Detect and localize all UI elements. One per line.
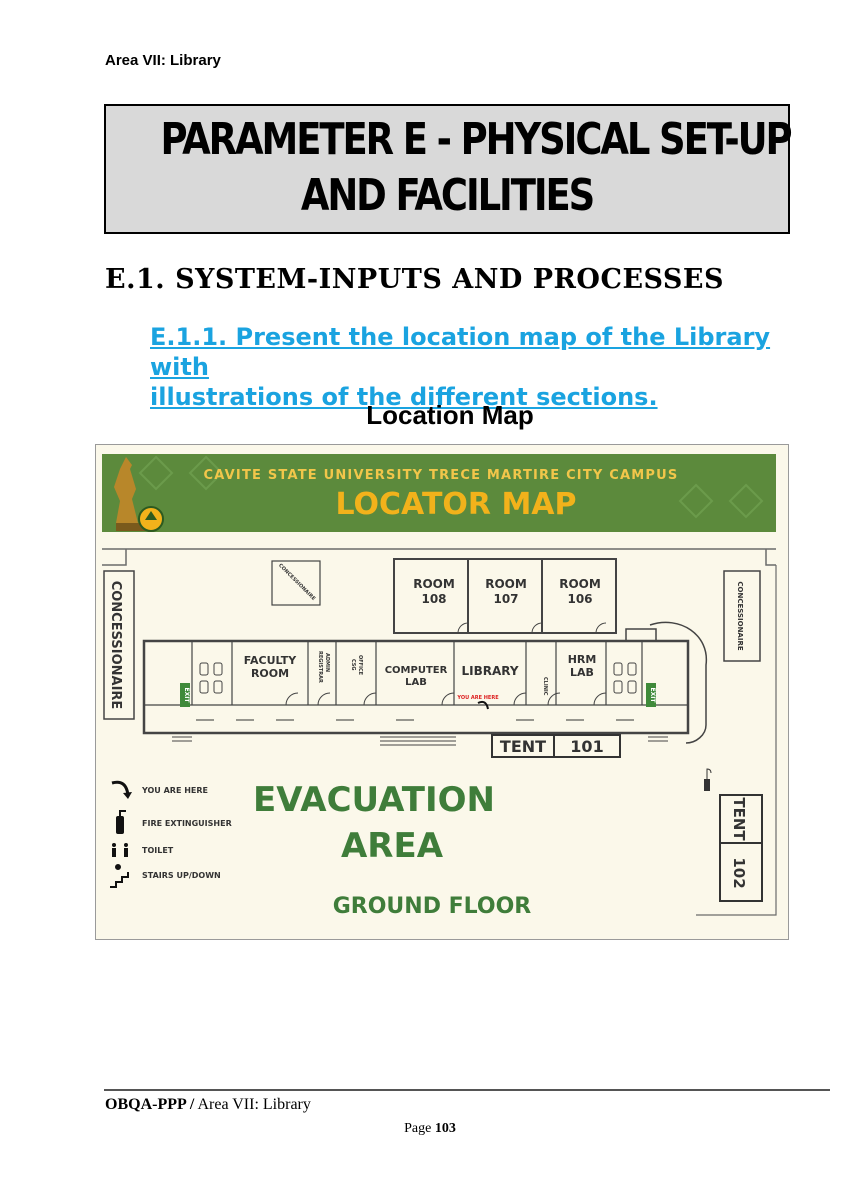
svg-text:HRM: HRM xyxy=(568,653,597,666)
rooms-building xyxy=(393,558,617,634)
locator-map: CAVITE STATE UNIVERSITY TRECE MARTIRE CI… xyxy=(96,445,788,939)
university-seal-icon xyxy=(138,506,164,532)
svg-text:COMPUTER: COMPUTER xyxy=(385,665,448,676)
stairs-icon xyxy=(110,864,129,888)
footer-page: Page 103 xyxy=(0,1121,860,1137)
subsection-line-2: illustrations of the different sections. xyxy=(150,383,658,411)
svg-text:EXIT: EXIT xyxy=(183,687,190,703)
svg-text:ADMIN: ADMIN xyxy=(324,653,330,672)
computer-lab: COMPUTER LAB xyxy=(385,665,448,688)
stairs-icon xyxy=(380,732,456,746)
locator-map-figure: CAVITE STATE UNIVERSITY TRECE MARTIRE CI… xyxy=(95,444,789,940)
parameter-title-line-2: AND FACILITIES xyxy=(300,170,595,221)
concessionaire-right xyxy=(723,570,761,662)
footer-org: OBQA-PPP / xyxy=(105,1096,195,1113)
toilet-icon xyxy=(112,843,128,857)
stairs-icon xyxy=(172,736,192,742)
toilet-icon xyxy=(613,662,637,694)
page-number: 103 xyxy=(434,1121,456,1136)
exit-sign-left: EXIT xyxy=(180,683,190,707)
tent-101: TENT 101 xyxy=(491,734,621,758)
footer-page-word: Page xyxy=(404,1121,432,1136)
footer-rule xyxy=(104,1089,830,1091)
svg-text:106: 106 xyxy=(567,592,592,606)
svg-text:EXIT: EXIT xyxy=(649,687,656,703)
statue-icon xyxy=(114,457,146,531)
library-room: LIBRARY YOU ARE HERE xyxy=(456,664,519,710)
fire-extinguisher-icon xyxy=(116,810,126,834)
svg-text:STAIRS UP/DOWN: STAIRS UP/DOWN xyxy=(142,871,221,880)
curved-arrow-icon xyxy=(477,700,489,710)
map-legend: YOU ARE HERE FIRE EXTINGUISHER TOILET ST… xyxy=(110,780,232,888)
locator-map-title: LOCATOR MAP xyxy=(335,487,576,522)
you-are-here-marker: YOU ARE HERE xyxy=(456,695,499,701)
svg-text:REGISTRAR: REGISTRAR xyxy=(317,651,323,683)
ground-floor-label: GROUND FLOOR xyxy=(333,894,532,919)
svg-text:OFFICE: OFFICE xyxy=(357,655,363,676)
svg-text:LAB: LAB xyxy=(570,666,594,679)
exit-sign-right: EXIT xyxy=(646,683,656,707)
legend-item: YOU ARE HERE xyxy=(111,780,208,799)
evacuation-area-title-2: AREA xyxy=(341,826,444,866)
svg-text:TENT: TENT xyxy=(500,737,546,756)
parameter-title-line-1: PARAMETER E - PHYSICAL SET-UP xyxy=(160,114,793,165)
footer-area: Area VII: Library xyxy=(197,1096,311,1113)
toilet-icon xyxy=(199,662,223,694)
map-banner xyxy=(102,454,776,532)
svg-text:TOILET: TOILET xyxy=(142,846,174,855)
svg-text:FACULTY: FACULTY xyxy=(244,654,297,667)
hrm-lab: HRM LAB xyxy=(568,653,597,679)
concessionaire-right-label: CONCESSIONAIRE xyxy=(736,581,744,650)
svg-text:LIBRARY: LIBRARY xyxy=(461,664,518,678)
footer-left: OBQA-PPP / Area VII: Library xyxy=(105,1096,311,1114)
tent-102: TENT 102 xyxy=(719,794,763,902)
csg-office: CSG OFFICE xyxy=(350,655,363,676)
faculty-room: FACULTY ROOM xyxy=(244,654,297,680)
legend-item: FIRE EXTINGUISHER xyxy=(116,810,232,834)
svg-text:CSG: CSG xyxy=(350,659,356,670)
svg-text:108: 108 xyxy=(421,592,446,606)
svg-text:ROOM: ROOM xyxy=(559,577,601,591)
stairs-icon xyxy=(648,736,668,742)
evacuation-area-title-1: EVACUATION xyxy=(253,780,495,820)
subsection-heading: E.1.1. Present the location map of the L… xyxy=(150,322,810,412)
room-106: ROOM 106 xyxy=(559,577,601,606)
svg-text:ROOM: ROOM xyxy=(413,577,455,591)
svg-text:FIRE EXTINGUISHER: FIRE EXTINGUISHER xyxy=(142,819,232,828)
svg-text:YOU ARE HERE: YOU ARE HERE xyxy=(141,786,208,795)
concessionaire-kiosk xyxy=(271,560,321,606)
section-heading: E.1. SYSTEM-INPUTS AND PROCESSES xyxy=(105,264,725,295)
campus-title: CAVITE STATE UNIVERSITY TRECE MARTIRE CI… xyxy=(204,468,679,483)
parameter-title-box: PARAMETER E - PHYSICAL SET-UP AND FACILI… xyxy=(104,104,793,234)
concessionaire-left xyxy=(103,570,135,720)
svg-text:101: 101 xyxy=(570,737,603,756)
running-head: Area VII: Library xyxy=(105,52,221,69)
legend-item: TOILET xyxy=(112,843,174,857)
main-building xyxy=(142,621,707,744)
svg-text:TENT: TENT xyxy=(730,797,748,841)
map-caption: Location Map xyxy=(366,400,534,430)
svg-text:ROOM: ROOM xyxy=(485,577,527,591)
room-108: ROOM 108 xyxy=(413,577,455,606)
svg-text:ROOM: ROOM xyxy=(251,667,289,680)
svg-text:CLINIC: CLINIC xyxy=(542,677,548,696)
fire-extinguisher-icon xyxy=(704,768,712,791)
banner-pattern xyxy=(138,455,764,519)
legend-item: STAIRS UP/DOWN xyxy=(110,864,221,888)
clinic: CLINIC xyxy=(542,677,548,696)
svg-text:LAB: LAB xyxy=(405,677,427,688)
subsection-line-1: E.1.1. Present the location map of the L… xyxy=(150,323,771,381)
svg-text:107: 107 xyxy=(493,592,518,606)
room-107: ROOM 107 xyxy=(485,577,527,606)
svg-text:102: 102 xyxy=(730,857,748,888)
registrar-admin: REGISTRAR ADMIN xyxy=(317,651,330,683)
concessionaire-left-label: CONCESSIONAIRE xyxy=(108,581,123,710)
